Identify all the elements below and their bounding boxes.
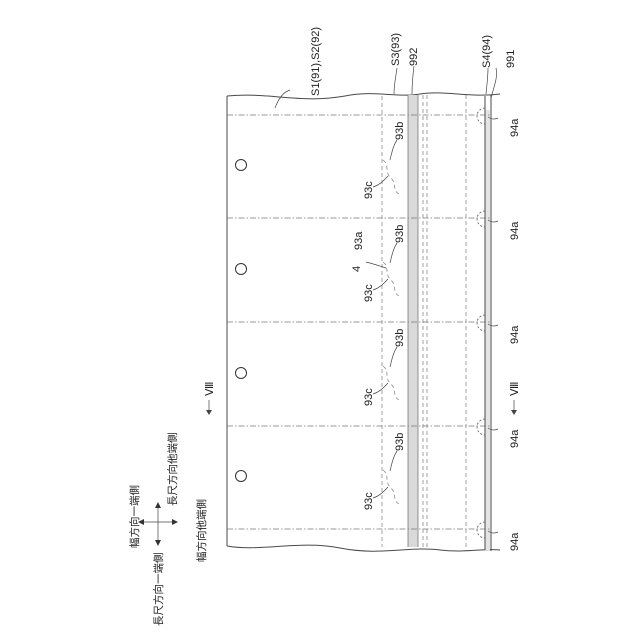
label-s1s2: S1(91),S2(92) — [310, 27, 322, 96]
label-992: 992 — [408, 48, 420, 66]
label-94a: 94a — [509, 429, 521, 448]
label-93c: 93c — [363, 181, 375, 199]
label-s4: S4(94) — [481, 35, 493, 68]
label-long-other-end: 長尺方向他端側 — [166, 433, 179, 507]
label-94a: 94a — [509, 118, 521, 137]
label-94a: 94a — [509, 532, 521, 551]
hole — [236, 160, 247, 171]
label-93b: 93b — [394, 433, 406, 451]
label-93c: 93c — [363, 388, 375, 406]
label-long-one-end: 長尺方向一端側 — [152, 553, 165, 627]
label-93c: 93c — [363, 492, 375, 510]
holes — [236, 160, 247, 482]
label-width-other-end: 幅方向他端側 — [195, 499, 208, 562]
s4-notches — [477, 108, 485, 538]
label-94a: 94a — [509, 221, 521, 240]
hole — [236, 471, 247, 482]
label-93b: 93b — [394, 329, 406, 347]
label-93c: 93c — [363, 284, 375, 302]
direction-cross — [138, 502, 178, 546]
band-strips — [382, 95, 491, 551]
labels: S1(91),S2(92) S3(93) 992 S4(94) 991 94a … — [128, 27, 521, 626]
label-s3: S3(93) — [390, 33, 402, 66]
hole — [236, 368, 247, 379]
label-93b: 93b — [394, 122, 406, 140]
section-arrows — [206, 400, 517, 415]
section-mark-right: Ⅷ — [509, 382, 521, 397]
label-4: 4 — [351, 266, 363, 272]
perforation-lines — [227, 115, 491, 529]
label-width-one-end: 幅方向一端側 — [128, 485, 141, 548]
section-mark-left: Ⅷ — [204, 382, 216, 397]
hole — [236, 264, 247, 275]
label-991: 991 — [505, 50, 517, 68]
label-94a: 94a — [509, 325, 521, 344]
leaders — [275, 66, 498, 533]
label-93a: 93a — [353, 231, 365, 250]
label-93b: 93b — [394, 225, 406, 243]
